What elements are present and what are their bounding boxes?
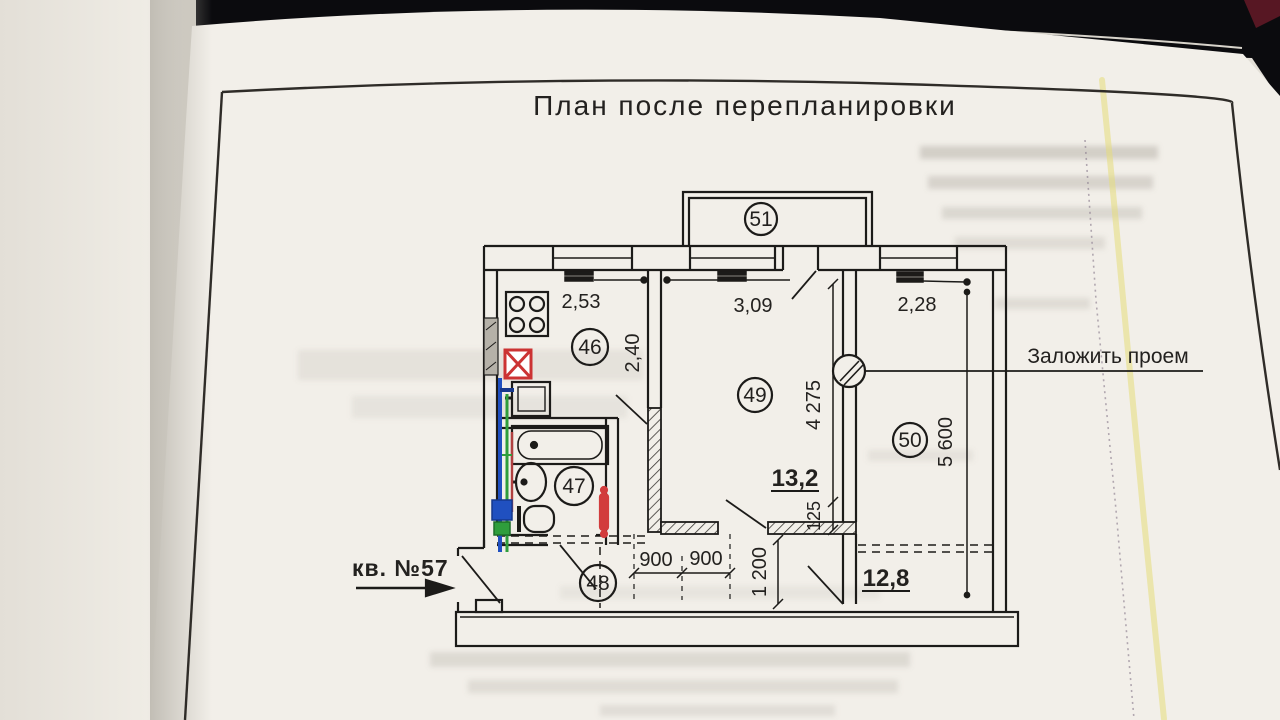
frame-border-right: [1230, 102, 1280, 471]
room-49-label: 49: [743, 384, 766, 407]
dim-room49-width: 3,09: [734, 295, 773, 317]
dimension-lines: [564, 270, 971, 610]
room49-door-leaf: [725, 499, 767, 529]
room-51-label: 51: [749, 208, 772, 231]
pipes: [491, 378, 514, 552]
dim-door-right: 900: [689, 548, 722, 570]
entry-door-leaf: [461, 555, 501, 604]
balcony-door-leaf: [791, 270, 817, 300]
room-50-label: 50: [898, 429, 921, 452]
bathroom-door-leaf: [559, 544, 597, 590]
radiator-icon: [598, 485, 610, 539]
dashed-lines: [497, 534, 993, 608]
stove-icon: [504, 290, 550, 338]
kitchen-door-leaf: [615, 394, 648, 425]
bleedthrough-text: [298, 146, 1158, 716]
pencil-line: [1084, 139, 1135, 720]
room50-door-leaf: [807, 565, 844, 605]
left-outer-wall: [482, 246, 499, 548]
dim-kitchen-width: 2,53: [562, 291, 601, 313]
frame-border-top: [221, 79, 1234, 105]
pipe-box-green: [493, 521, 511, 536]
balcony-walls: [681, 190, 874, 246]
bottom-outer-wall: [454, 540, 1020, 648]
dim-door-left: 900: [639, 549, 672, 571]
dim-room50-width: 2,28: [898, 294, 937, 316]
room-46-label: 46: [578, 336, 601, 359]
toilet-icon: [517, 504, 556, 534]
kitchen-wall: [615, 270, 663, 425]
pipe-box-blue: [491, 499, 513, 521]
room-48-label: 48: [586, 572, 609, 595]
dim-opening: 1 200: [749, 547, 771, 597]
floor-plan: [356, 190, 1203, 648]
page-title: План после перепланировки: [533, 90, 957, 121]
dim-room50-depth: 5 600: [935, 417, 957, 467]
room-labels: [553, 201, 929, 603]
right-outer-wall: [991, 246, 1008, 640]
frame-border-left: [183, 91, 224, 720]
yellow-highlighter-line: [1099, 77, 1167, 720]
gas-riser-icon: [503, 348, 533, 380]
gutter-shadow: [150, 0, 212, 720]
fill-opening-annotation: Заложить проем: [1027, 345, 1188, 368]
new-partition-walls: [647, 407, 857, 535]
bookmark-ribbon: [1244, 0, 1280, 28]
room-50-area: 12,8: [863, 565, 910, 592]
apartment-number-label: кв. №57: [352, 555, 449, 581]
bathroom-walls: [497, 416, 620, 590]
dim-kitchen-depth: 2,40: [622, 334, 644, 373]
apartment-arrow: [356, 578, 456, 598]
dim-partition: 125: [804, 501, 824, 531]
room-49-area: 13,2: [772, 465, 819, 492]
top-outer-wall: [484, 244, 1006, 300]
wall-49-50: [807, 270, 867, 605]
dim-wall-49-50: 4 275: [803, 380, 825, 430]
room-47-label: 47: [562, 475, 585, 498]
